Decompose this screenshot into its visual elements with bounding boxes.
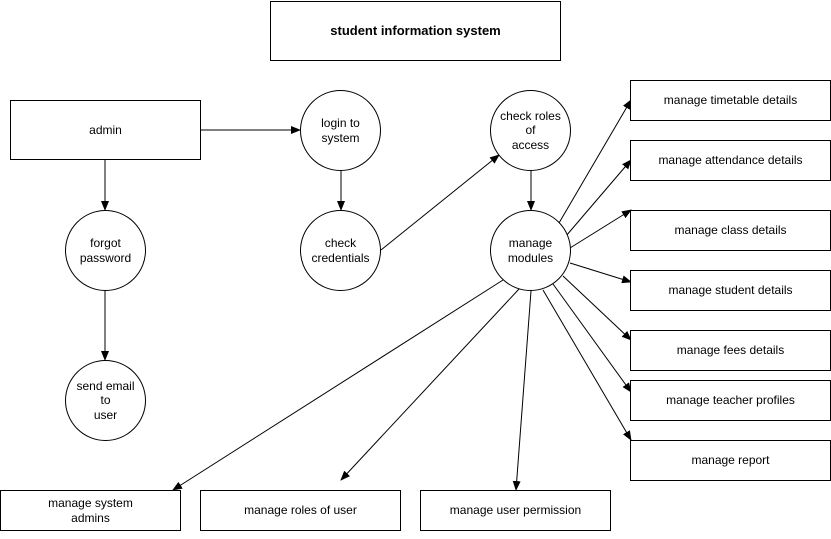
- modules-to-student-arrow: [569, 262, 632, 284]
- modules-to-roles-of-user-arrow: [340, 288, 520, 481]
- modules-to-timetable-arrow: [558, 99, 632, 224]
- check-roles-of-access-node: check roles of access: [490, 90, 571, 171]
- forgot-password-node: forgot password: [65, 210, 146, 291]
- manage-report-box: manage report: [630, 440, 831, 481]
- manage-fees-details-box: manage fees details: [630, 330, 831, 371]
- modules-to-teacher-arrow: [552, 283, 632, 393]
- manage-class-details-box: manage class details: [630, 210, 831, 251]
- manage-user-permission-box: manage user permission: [420, 490, 611, 531]
- send-email-to-user-node: send email to user: [65, 360, 146, 441]
- modules-to-attendance-arrow: [565, 159, 632, 237]
- modules-to-report-arrow: [542, 289, 632, 441]
- manage-modules-node: manage modules: [490, 210, 571, 291]
- login-to-system-node: login to system: [300, 90, 381, 171]
- manage-roles-of-user-box: manage roles of user: [200, 490, 401, 531]
- manage-timetable-details-box: manage timetable details: [630, 80, 831, 121]
- modules-to-user-permission-arrow: [512, 290, 532, 491]
- manage-attendance-details-box: manage attendance details: [630, 140, 831, 181]
- manage-system-admins-box: manage system admins: [0, 490, 181, 531]
- check-credentials-node: check credentials: [300, 210, 381, 291]
- connector-arrows: [101, 99, 632, 491]
- modules-to-system-admins-arrow: [172, 279, 504, 491]
- credentials-to-roles-arrow: [380, 154, 500, 251]
- title-box: student information system: [270, 1, 561, 61]
- manage-student-details-box: manage student details: [630, 270, 831, 311]
- modules-to-fees-arrow: [562, 275, 632, 341]
- modules-to-class-arrow: [569, 209, 632, 249]
- manage-teacher-profiles-box: manage teacher profiles: [630, 380, 831, 421]
- admin-box: admin: [10, 100, 201, 160]
